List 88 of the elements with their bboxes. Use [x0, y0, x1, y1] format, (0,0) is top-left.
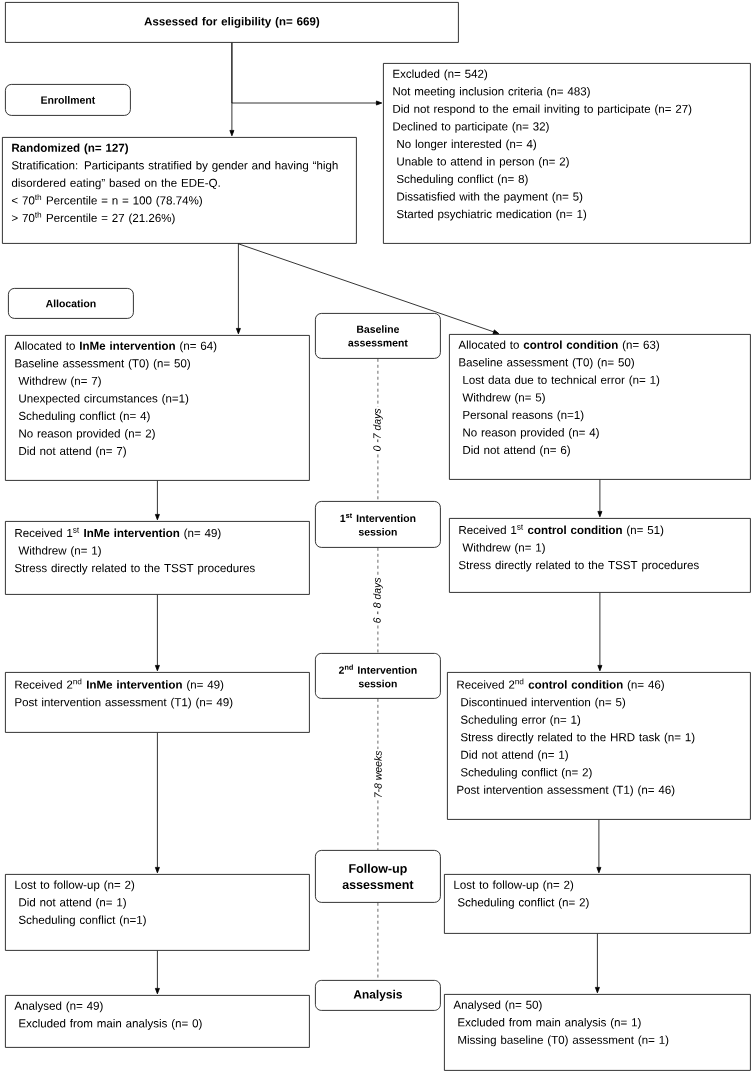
flow-box	[444, 994, 751, 1071]
edge-label: 0 -7 days	[371, 406, 385, 453]
box-text: Did not respond to the email inviting to participate (n= 27)	[393, 104, 692, 116]
box-text: Received 2$^{nd}$ control condition (n= 46)	[457, 678, 664, 691]
flow-box	[5, 2, 459, 43]
flow-box	[2, 137, 357, 244]
box-text: > 70$^{th}$ Percentile = 27 (21.26%)	[11, 211, 175, 225]
phase-label: 2$^{nd}$ Intervention session	[315, 653, 441, 699]
box-text: Withdrew (n= 1)	[18, 546, 101, 557]
arrow	[154, 480, 160, 521]
phase-label: Follow-up assessment	[315, 850, 441, 903]
box-text: Lost to follow-up (n= 2)	[15, 880, 135, 892]
timeline-line	[377, 902, 379, 981]
box-text: No longer interested (n= 4)	[397, 139, 536, 151]
arrow	[235, 243, 241, 335]
box-text: Lost to follow-up (n= 2)	[454, 880, 574, 892]
box-text: Allocated to InMe intervention (n= 64)	[14, 341, 217, 353]
flow-box	[447, 672, 751, 820]
box-text: Excluded from main analysis (n= 0)	[19, 1018, 202, 1030]
arrow	[238, 243, 500, 335]
phase-label: Enrollment	[5, 84, 131, 116]
flow-box	[444, 874, 751, 934]
box-text: Started psychiatric medication (n= 1)	[396, 209, 587, 221]
box-text: Excluded from main analysis (n= 1)	[458, 1017, 641, 1029]
box-text: Stratification: Participants stratified by gender and having “high disordered eating” based on the EDE-Q.	[11, 160, 338, 190]
box-text: Personal reasons (n=1)	[463, 410, 584, 422]
box-text: Scheduling conflict (n= 8)	[396, 174, 528, 186]
box-text: Dissatisfied with the payment (n= 5)	[397, 192, 583, 203]
box-text: Stress directly related to the HRD task (n= 1)	[460, 732, 695, 744]
box-text: Scheduling conflict (n= 4)	[18, 411, 150, 423]
phase-label: Analysis	[315, 980, 441, 1011]
arrow	[154, 732, 160, 874]
box-text: Stress directly related to the TSST procedures	[14, 563, 255, 575]
box-text: < 70$^{th}$ Percentile = n = 100 (78.74%)	[11, 194, 202, 207]
flow-box	[449, 334, 751, 480]
flow-box	[383, 63, 751, 244]
flow-box	[5, 335, 310, 481]
arrow	[231, 42, 383, 106]
box-text: Received 1$^{st}$ control condition (n= 51)	[459, 524, 664, 537]
box-text: Scheduling error (n= 1)	[460, 715, 581, 727]
flow-box	[5, 521, 310, 595]
box-text: Analysed (n= 49)	[14, 1001, 103, 1013]
arrow	[596, 819, 602, 874]
box-text: Stress directly related to the TSST procedures	[458, 560, 699, 572]
arrow	[597, 479, 603, 518]
box-text: Assessed for eligibility (n= 669)	[144, 17, 320, 28]
box-text: Scheduling conflict (n= 2)	[457, 897, 589, 909]
box-text: Missing baseline (T0) assessment (n= 1)	[458, 1035, 669, 1047]
box-text: No reason provided (n= 4)	[463, 428, 599, 439]
phase-label: Baseline assessment	[315, 313, 441, 359]
box-text: Analysed (n= 50)	[453, 1000, 542, 1012]
phase-label: Allocation	[8, 288, 134, 319]
phase-label: 1$^{st}$ Intervention session	[315, 501, 441, 548]
edge-label: 7-8 weeks	[372, 749, 384, 800]
box-text: Allocated to control condition (n= 63)	[458, 340, 659, 352]
box-text: Scheduling conflict (n= 2)	[460, 767, 592, 779]
arrow	[154, 950, 160, 995]
box-text: Scheduling conflict (n=1)	[18, 915, 146, 927]
box-text: Not meeting inclusion criteria (n= 483)	[393, 86, 590, 98]
arrow	[594, 933, 600, 994]
edge-label: 6 - 8 days	[371, 575, 385, 625]
box-text: Unexpected circumstances (n=1)	[19, 394, 189, 405]
box-text: Post intervention assessment (T1) (n= 46)	[457, 785, 675, 797]
box-text: Did not attend (n= 7)	[19, 446, 126, 458]
flow-box	[449, 518, 751, 593]
flow-box	[5, 874, 310, 951]
arrow	[597, 592, 603, 672]
box-text: Withdrew (n= 5)	[462, 393, 545, 404]
box-text: Post intervention assessment (T1) (n= 49)	[15, 697, 233, 709]
flow-box	[5, 672, 310, 733]
box-text: Received 2$^{nd}$ InMe intervention (n= 49)	[15, 678, 224, 691]
arrow	[154, 594, 160, 672]
box-text: Unable to attend in person (n= 2)	[397, 157, 569, 168]
box-text: Baseline assessment (T0) (n= 50)	[459, 357, 634, 369]
box-text: Did not attend (n= 6)	[463, 445, 570, 457]
box-text: Received 1$^{st}$ InMe intervention (n= 49)	[15, 527, 221, 540]
flow-box	[5, 995, 310, 1048]
box-text: Baseline assessment (T0) (n= 50)	[15, 358, 190, 370]
box-text: Discontinued intervention (n= 5)	[461, 697, 626, 709]
box-text: Randomized (n= 127)	[12, 143, 128, 155]
box-text: Lost data due to technical error (n= 1)	[463, 375, 660, 387]
box-text: Did not attend (n= 1)	[461, 750, 568, 762]
box-text: Declined to participate (n= 32)	[393, 122, 549, 133]
box-text: Withdrew (n= 1)	[462, 543, 545, 554]
box-text: Excluded (n= 542)	[393, 69, 488, 81]
box-text: Withdrew (n= 7)	[18, 376, 101, 388]
box-text: No reason provided (n= 2)	[19, 429, 155, 440]
box-text: Did not attend (n= 1)	[19, 897, 126, 909]
